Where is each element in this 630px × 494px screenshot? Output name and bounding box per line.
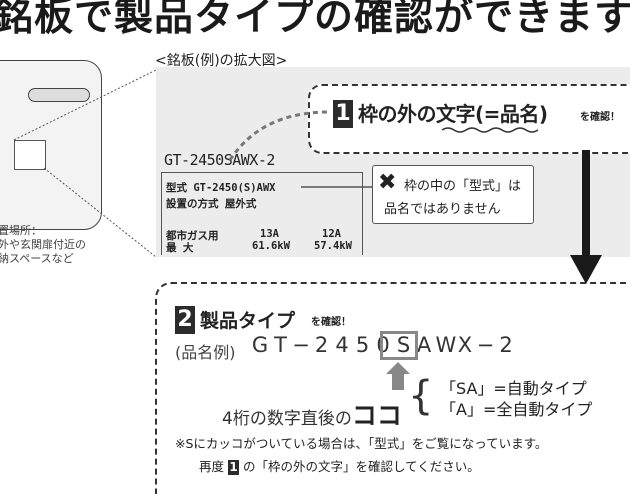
type-warning-bubble <box>372 165 534 224</box>
example-model-char: T <box>274 333 287 357</box>
koko-text: ココ <box>351 401 402 430</box>
step1-small-text: を確認！ <box>580 112 620 123</box>
sa-highlight-box <box>380 331 418 360</box>
location-line-1: 置場所： <box>0 224 42 237</box>
nameplate-max-13a: 61.6kW <box>252 240 290 252</box>
nameplate-type-line: 型式 GT-2450(S)AWX <box>166 182 276 194</box>
nameplate-gas-13a: 13A <box>260 228 279 240</box>
example-model-char: 4 <box>335 333 349 357</box>
example-prefix: (品名例) <box>175 343 236 362</box>
bubble-line-2: 品名ではありません <box>384 202 501 217</box>
step1-callout <box>308 84 630 154</box>
step2-number-badge: 2 <box>175 306 195 334</box>
step2-title: 製品タイプ <box>200 310 296 332</box>
option-sa: 「SA」=自動タイプ <box>440 379 587 398</box>
step1-number-badge: 1 <box>333 100 353 128</box>
location-line-3: 納スペースなど <box>0 252 74 265</box>
nameplate-install-line: 設置の方式 屋外式 <box>166 198 257 210</box>
kokode-line: 4桁の数字直後のココ <box>222 396 402 432</box>
down-arrow-head <box>570 255 602 284</box>
bubble-line-1: 枠の中の「型式」は <box>404 179 522 194</box>
example-model-char: − <box>292 333 310 357</box>
step1-underline-wave <box>441 127 539 133</box>
note2-prefix: 再度 <box>199 459 225 474</box>
unit-nameplate-marker <box>14 140 46 170</box>
zoom-line-top <box>13 69 157 141</box>
example-model-char: G <box>251 333 269 357</box>
example-model-char: A <box>416 333 432 357</box>
example-model-char: − <box>476 333 495 357</box>
nameplate-spec-box <box>161 172 363 255</box>
page-headline: 銘板で製品タイプの確認ができます <box>0 0 630 40</box>
connector-overlay <box>13 69 602 390</box>
zoom-line-bottom <box>43 167 157 258</box>
example-model-char: S <box>396 333 411 357</box>
up-arrow-head <box>386 362 410 374</box>
step2-section <box>155 282 630 494</box>
note-line-1: ※Sにカッコがついている場合は、「型式」をご覧になっています。 <box>175 436 548 451</box>
up-arrow-shaft <box>392 372 404 390</box>
note2-badge: 1 <box>228 460 239 475</box>
nameplate-gas-12a: 12A <box>322 228 341 240</box>
example-model-char: 0 <box>376 333 390 357</box>
note-line-2: 再度 1 の「枠の外の文字」を確認してください。 <box>199 456 480 475</box>
model-to-callout-line <box>228 110 331 161</box>
example-model-char: 5 <box>355 333 370 357</box>
example-model-char: 2 <box>314 333 329 357</box>
step1-text: 枠の外の文字(=品名) <box>358 102 548 126</box>
enlarge-caption: <銘板(例)の拡大図> <box>155 53 288 69</box>
down-arrow-shaft <box>582 150 590 260</box>
brace-icon: { <box>408 373 434 419</box>
nameplate-model: GT-2450SAWX-2 <box>164 151 275 169</box>
unit-vent-slot <box>28 88 90 102</box>
kokode-text: 4桁の数字直後の <box>222 409 352 429</box>
step2-small-text: を確認！ <box>311 317 351 328</box>
x-mark-icon: ✖ <box>378 170 397 195</box>
nameplate-max-12a: 57.4kW <box>314 240 352 252</box>
option-a: 「A」=全自動タイプ <box>440 400 593 419</box>
example-model-char: W <box>435 333 457 357</box>
nameplate-gas-label: 都市ガス用 <box>166 230 219 242</box>
nameplate-max-label: 最 大 <box>166 242 194 254</box>
example-model-char: 2 <box>499 333 513 357</box>
location-line-2: 外や玄関扉付近の <box>0 238 86 251</box>
note2-suffix: の「枠の外の文字」を確認してください。 <box>242 459 480 474</box>
example-model-char: X <box>457 333 473 357</box>
